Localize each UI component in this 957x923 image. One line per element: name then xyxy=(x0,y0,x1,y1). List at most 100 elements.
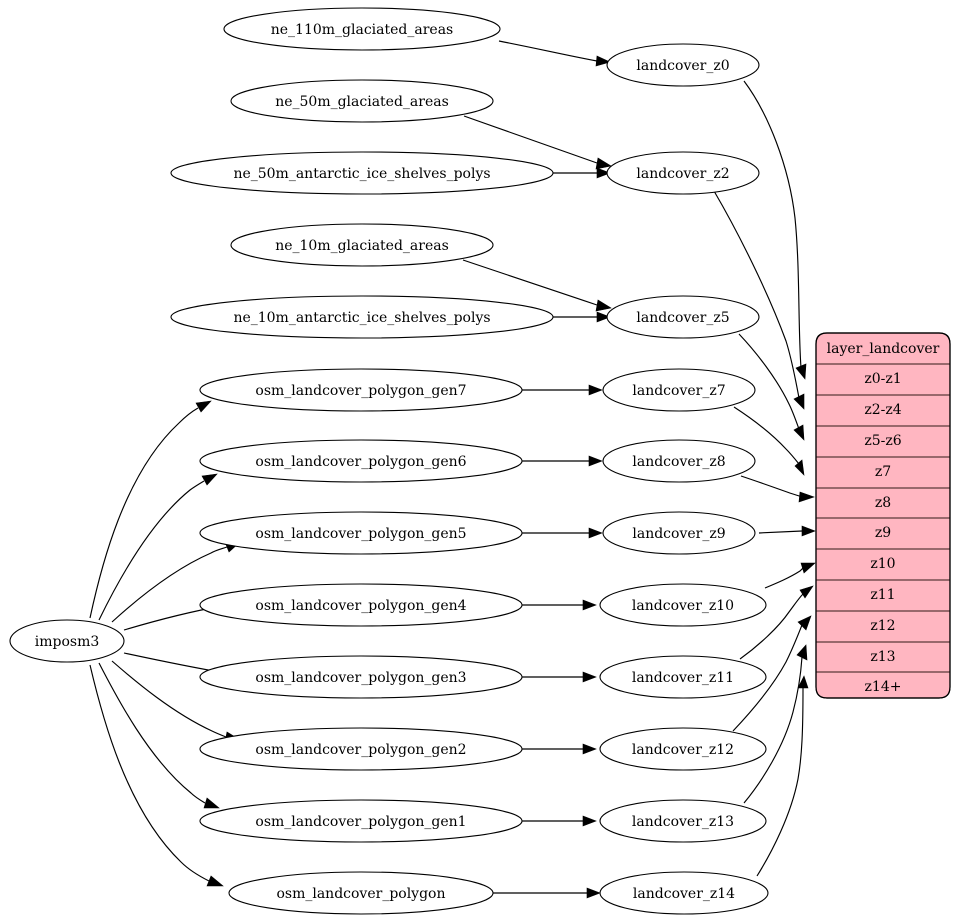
edge-z12-to-row8 xyxy=(732,615,812,732)
node-label: landcover_z8 xyxy=(632,454,725,470)
node-label: landcover_z10 xyxy=(632,598,734,614)
node-label: osm_landcover_polygon_gen5 xyxy=(255,526,466,542)
table-row-z13[interactable]: z13 xyxy=(870,649,895,665)
edge-gen3-to-z11 xyxy=(522,671,597,683)
node-osm_landcover_polygon_gen1[interactable]: osm_landcover_polygon_gen1 xyxy=(199,799,523,843)
node-label: landcover_z14 xyxy=(633,886,735,902)
node-osm_landcover_polygon_gen5[interactable]: osm_landcover_polygon_gen5 xyxy=(199,511,523,555)
edge-z9-to-row5 xyxy=(758,525,816,537)
node-label: osm_landcover_polygon_gen1 xyxy=(255,814,466,830)
node-label: ne_50m_glaciated_areas xyxy=(275,94,449,110)
table-row-label: z7 xyxy=(875,464,891,480)
node-ne_10m_glaciated_areas[interactable]: ne_10m_glaciated_areas xyxy=(230,223,494,267)
node-ne_110m_glaciated_areas[interactable]: ne_110m_glaciated_areas xyxy=(223,7,501,51)
node-landcover_z14[interactable]: landcover_z14 xyxy=(599,871,769,915)
node-label: ne_10m_antarctic_ice_shelves_polys xyxy=(233,310,490,326)
table-row-z7[interactable]: z7 xyxy=(875,464,891,480)
edge-z7-to-row3 xyxy=(733,406,805,476)
node-osm_landcover_polygon[interactable]: osm_landcover_polygon xyxy=(228,871,494,915)
edge-gen2-to-z12 xyxy=(522,743,597,755)
edge-z5-to-row2 xyxy=(738,333,805,441)
edge-gen4-to-z10 xyxy=(522,599,597,611)
edge-gen5-to-z9 xyxy=(522,527,603,539)
edge-imposm3-to-gen1 xyxy=(98,662,220,809)
node-osm_landcover_polygon_gen2[interactable]: osm_landcover_polygon_gen2 xyxy=(199,727,523,771)
node-landcover_z7[interactable]: landcover_z7 xyxy=(602,368,756,412)
edge-z10-to-row6 xyxy=(764,562,816,589)
node-landcover_z13[interactable]: landcover_z13 xyxy=(599,799,767,843)
node-osm_landcover_polygon_gen4[interactable]: osm_landcover_polygon_gen4 xyxy=(199,583,523,627)
edge-z14-to-row10 xyxy=(756,675,809,877)
table-header-label: layer_landcover xyxy=(827,341,940,357)
node-landcover_z10[interactable]: landcover_z10 xyxy=(599,583,767,627)
table-row-z0-z1[interactable]: z0-z1 xyxy=(864,371,901,387)
node-label: osm_landcover_polygon xyxy=(276,886,445,902)
table-row-z9[interactable]: z9 xyxy=(875,525,891,541)
edge-z13-to-row9 xyxy=(743,644,808,804)
node-label: ne_10m_glaciated_areas xyxy=(275,238,449,254)
edge-gen6-to-z8 xyxy=(522,455,603,467)
node-label: landcover_z7 xyxy=(632,383,725,399)
node-landcover_z0[interactable]: landcover_z0 xyxy=(606,43,760,87)
node-landcover_z12[interactable]: landcover_z12 xyxy=(599,727,767,771)
node-ne_10m_antarctic_ice_shelves_polys[interactable]: ne_10m_antarctic_ice_shelves_polys xyxy=(170,295,554,339)
edge-imposm3-to-gen7 xyxy=(89,400,212,619)
table-row-label: z10 xyxy=(870,556,895,572)
node-label: osm_landcover_polygon_gen7 xyxy=(255,383,466,399)
table-row-label: z8 xyxy=(875,495,891,511)
node-label: osm_landcover_polygon_gen6 xyxy=(255,454,466,470)
edge-imposm3-to-polygon xyxy=(89,664,224,887)
layer-landcover-table[interactable]: layer_landcover z0-z1 z2-z4 z5-z6 z7 z8 xyxy=(815,332,951,699)
edge-ne10mant-to-z5 xyxy=(552,311,611,323)
table-row-label: z13 xyxy=(870,649,895,665)
table-row-label: z0-z1 xyxy=(864,371,901,387)
table-row-z8[interactable]: z8 xyxy=(875,495,891,511)
edge-imposm3-to-gen6 xyxy=(98,473,218,621)
node-label: osm_landcover_polygon_gen3 xyxy=(255,670,466,686)
edge-ne10mglac-to-z5 xyxy=(462,259,612,312)
table-row-label: z2-z4 xyxy=(864,402,901,418)
table-row-label: z9 xyxy=(875,525,891,541)
node-label: ne_110m_glaciated_areas xyxy=(271,22,453,38)
node-label: osm_landcover_polygon_gen2 xyxy=(255,742,466,758)
edge-ne50mant-to-z2 xyxy=(552,167,611,179)
node-landcover_z2[interactable]: landcover_z2 xyxy=(606,151,760,195)
node-label: landcover_z0 xyxy=(636,58,729,74)
edge-polygon-to-z14 xyxy=(493,887,601,899)
node-landcover_z5[interactable]: landcover_z5 xyxy=(606,295,760,339)
node-label: landcover_z9 xyxy=(632,526,725,542)
node-label: landcover_z2 xyxy=(636,166,729,182)
table-background xyxy=(815,332,951,699)
node-ne_50m_antarctic_ice_shelves_polys[interactable]: ne_50m_antarctic_ice_shelves_polys xyxy=(170,151,554,195)
table-row-z14-plus[interactable]: z14+ xyxy=(865,679,902,695)
edge-layer xyxy=(89,40,816,899)
table-row-z11[interactable]: z11 xyxy=(870,587,895,603)
edge-z2-to-row1 xyxy=(713,190,805,410)
table-row-label: z11 xyxy=(870,587,895,603)
node-osm_landcover_polygon_gen7[interactable]: osm_landcover_polygon_gen7 xyxy=(199,368,523,412)
table-row-z10[interactable]: z10 xyxy=(870,556,895,572)
edge-ne110m-to-z0 xyxy=(498,40,611,67)
node-label: landcover_z5 xyxy=(636,310,729,326)
table-row-z12[interactable]: z12 xyxy=(870,618,895,634)
table-row-z2-z4[interactable]: z2-z4 xyxy=(864,402,901,418)
table-header-cell[interactable]: layer_landcover xyxy=(827,341,940,357)
table-row-label: z5-z6 xyxy=(864,433,901,449)
node-landcover_z9[interactable]: landcover_z9 xyxy=(602,511,756,555)
node-imposm3[interactable]: imposm3 xyxy=(9,619,125,663)
node-label: landcover_z13 xyxy=(632,814,734,830)
table-border xyxy=(815,332,951,699)
node-label: landcover_z11 xyxy=(632,670,734,686)
node-osm_landcover_polygon_gen3[interactable]: osm_landcover_polygon_gen3 xyxy=(199,655,523,699)
node-landcover_z11[interactable]: landcover_z11 xyxy=(599,655,767,699)
edge-gen1-to-z13 xyxy=(522,815,597,827)
edge-z0-to-row0 xyxy=(743,80,807,380)
node-osm_landcover_polygon_gen6[interactable]: osm_landcover_polygon_gen6 xyxy=(199,439,523,483)
edge-ne50mglac-to-z2 xyxy=(463,115,612,170)
node-ne_50m_glaciated_areas[interactable]: ne_50m_glaciated_areas xyxy=(230,79,494,123)
edge-z11-to-row7 xyxy=(739,585,814,660)
node-landcover_z8[interactable]: landcover_z8 xyxy=(602,439,756,483)
table-row-z5-z6[interactable]: z5-z6 xyxy=(864,433,901,449)
edge-z8-to-row4 xyxy=(740,475,815,503)
